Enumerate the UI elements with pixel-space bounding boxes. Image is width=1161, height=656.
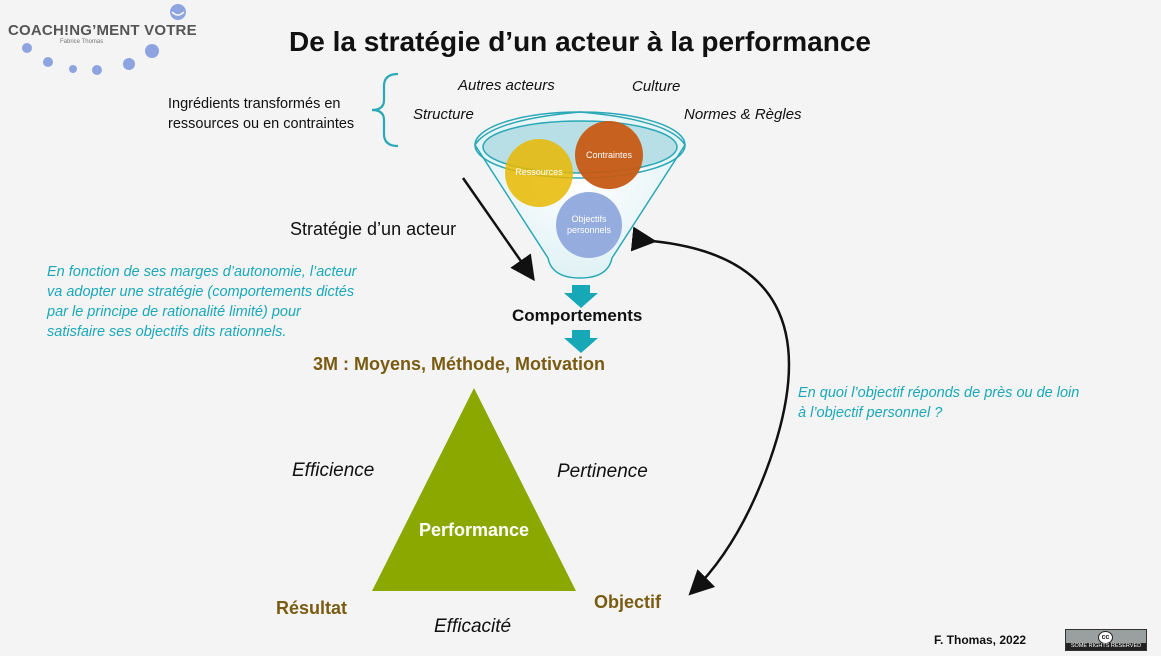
performance-label: Performance (418, 520, 530, 540)
efficacite-label: Efficacité (434, 616, 512, 637)
strategy-note-line-2: va adopter une stratégie (comportements … (47, 284, 355, 300)
objectifs-label: Objectifs personnels (559, 214, 619, 236)
objectifs-label-line-2: personnels (566, 225, 612, 235)
efficience-label: Efficience (292, 460, 375, 481)
ressources-circle (505, 139, 573, 207)
ressources-label: Ressources (515, 167, 563, 177)
objectifs-label-line-1: Objectifs (571, 214, 607, 224)
strategy-note-line-1: En fonction de ses marges d’autonomie, l… (47, 264, 357, 280)
objectif-label: Objectif (594, 592, 662, 612)
down-arrow-2 (564, 330, 598, 353)
performance-triangle (372, 388, 576, 591)
input-structure: Structure (413, 106, 474, 123)
down-arrow-1 (564, 285, 598, 308)
ingredients-line-2: ressources ou en contraintes (168, 116, 355, 132)
objective-question-line-2: à l’objectif personnel ? (798, 405, 943, 421)
strategy-arrow (461, 177, 535, 282)
pertinence-label: Pertinence (557, 461, 648, 482)
strategy-note-line-4: satisfaire ses objectifs dits rationnels… (47, 324, 287, 340)
objectifs-circle (556, 192, 622, 258)
strategy-note: En fonction de ses marges d’autonomie, l… (47, 262, 357, 342)
input-autres-acteurs: Autres acteurs (458, 77, 555, 94)
objective-question-line-1: En quoi l’objectif réponds de près ou de… (798, 385, 1080, 401)
page-title: De la stratégie d’un acteur à la perform… (289, 26, 871, 57)
logo-author: Fabrice Thomas (60, 39, 104, 45)
ingredients-label: Ingrédients transformés en ressources ou… (168, 94, 354, 134)
contraintes-circle (575, 121, 643, 189)
strategy-note-line-3: par le principe de rationalité limité) p… (47, 304, 301, 320)
strategy-label: Stratégie d’un acteur (290, 219, 457, 239)
credit: F. Thomas, 2022 (934, 633, 1027, 647)
license-text: SOME RIGHTS RESERVED (1066, 643, 1146, 650)
input-normes-regles: Normes & Règles (684, 106, 802, 123)
contraintes-label: Contraintes (585, 150, 633, 160)
ingredients-line-1: Ingrédients transformés en (168, 96, 341, 112)
logo: COACH!NG’MENT VOTRE (8, 22, 197, 39)
feedback-curve-arrow (630, 226, 791, 596)
resultat-label: Résultat (276, 598, 348, 618)
three-m-label: 3M : Moyens, Méthode, Motivation (313, 354, 606, 374)
license-badge: cc SOME RIGHTS RESERVED (1065, 629, 1147, 651)
objective-question: En quoi l’objectif réponds de près ou de… (798, 383, 1079, 423)
ingredients-brace (371, 72, 399, 148)
logo-dots (22, 4, 186, 75)
input-culture: Culture (632, 78, 681, 95)
comportements-label: Comportements (512, 306, 643, 325)
